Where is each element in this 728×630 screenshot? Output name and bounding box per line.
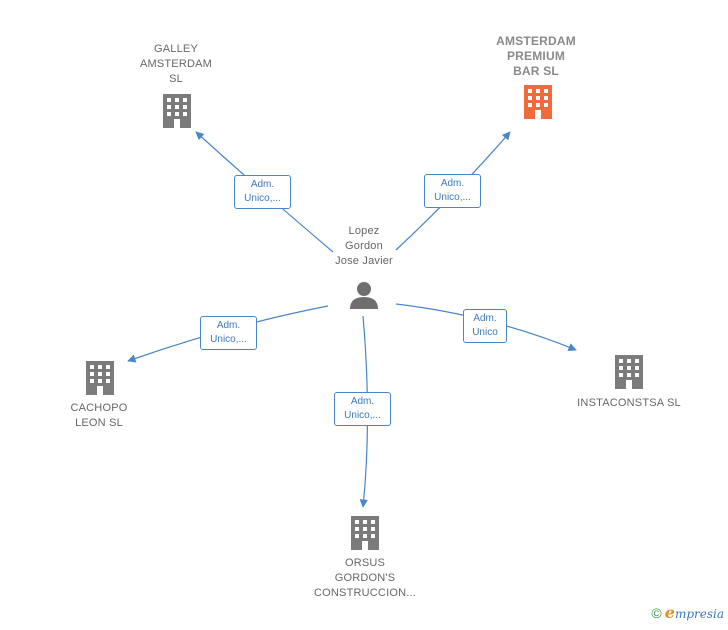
- building-icon[interactable]: [351, 516, 379, 550]
- footer-brand[interactable]: ©empresia: [651, 603, 724, 622]
- person-icon[interactable]: [349, 281, 379, 309]
- building-icon[interactable]: [523, 85, 553, 119]
- brand-logo: empresia: [664, 603, 724, 622]
- copyright-icon: ©: [651, 605, 662, 621]
- building-icon[interactable]: [615, 355, 643, 389]
- person-name[interactable]: Lopez Gordon Jose Javier: [335, 225, 393, 267]
- building-icon[interactable]: [86, 361, 114, 395]
- edge-label-orsus[interactable]: Adm. Unico,...: [334, 392, 391, 426]
- edge-label-galley[interactable]: Adm. Unico,...: [234, 175, 291, 209]
- company-cachopo-label[interactable]: CACHOPO LEON SL: [70, 402, 128, 429]
- edge-label-amsterdam-premium[interactable]: Adm. Unico,...: [424, 174, 481, 208]
- edge-label-cachopo[interactable]: Adm. Unico,...: [200, 316, 257, 350]
- company-amsterdam-premium-label[interactable]: AMSTERDAM PREMIUM BAR SL: [496, 34, 576, 78]
- company-instaconstsa-label[interactable]: INSTACONSTSA SL: [577, 397, 681, 409]
- company-orsus-label[interactable]: ORSUS GORDON'S CONSTRUCCION...: [314, 557, 416, 599]
- edge-label-instaconstsa[interactable]: Adm. Unico: [463, 309, 507, 343]
- building-icon[interactable]: [163, 94, 191, 128]
- company-galley-label[interactable]: GALLEY AMSTERDAM SL: [139, 43, 213, 85]
